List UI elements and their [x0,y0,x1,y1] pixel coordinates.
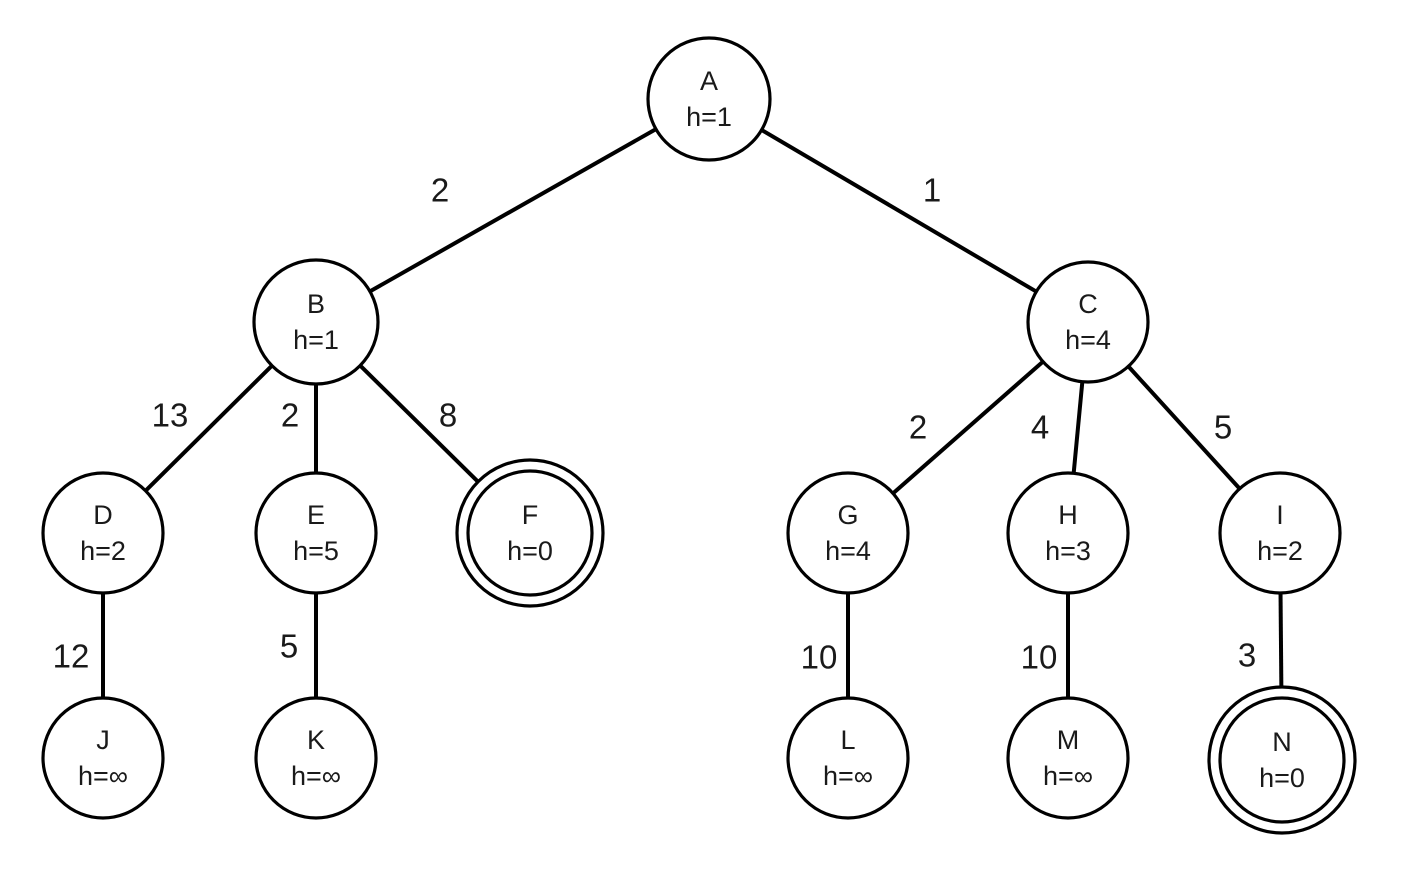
node-k[interactable]: Kh=∞ [254,696,378,820]
node-h-label: H [1058,500,1078,530]
node-n-heuristic: h=0 [1259,763,1305,793]
node-n[interactable]: Nh=0 [1207,685,1357,835]
node-c-circle [1026,260,1150,384]
node-l[interactable]: Lh=∞ [786,696,910,820]
edge-c-g [890,359,1046,496]
edge-a-b [368,126,658,294]
node-d-circle [41,471,165,595]
node-k-label: K [307,725,325,755]
node-d-heuristic: h=2 [80,536,126,566]
edge-weight-c-h: 4 [1031,409,1049,446]
edge-weights-layer: 2 1 13 2 8 2 4 5 12 5 10 10 3 [53,172,1257,676]
edge-weight-a-c: 1 [923,172,941,209]
node-l-label: L [840,725,855,755]
edge-weight-d-j: 12 [53,638,90,675]
node-e-label: E [307,500,325,530]
node-b[interactable]: Bh=1 [252,258,380,386]
node-h-circle [1006,471,1130,595]
node-m-circle [1006,696,1130,820]
node-d-label: D [93,500,113,530]
node-l-heuristic: h=∞ [823,761,873,791]
edge-i-n [1278,591,1284,689]
node-g-label: G [837,500,858,530]
node-g-circle [786,471,910,595]
node-j-heuristic: h=∞ [78,761,128,791]
node-f-heuristic: h=0 [507,536,553,566]
node-f-label: F [522,500,539,530]
edge-weight-h-m: 10 [1021,639,1058,676]
node-k-heuristic: h=∞ [291,761,341,791]
edge-c-h [1071,380,1085,475]
node-j-label: J [96,725,110,755]
edge-c-i [1126,364,1242,491]
node-i-label: I [1276,500,1284,530]
node-c-heuristic: h=4 [1065,325,1111,355]
node-b-label: B [307,289,325,319]
node-f[interactable]: Fh=0 [455,458,605,608]
node-e[interactable]: Eh=5 [254,471,378,595]
edge-weight-b-d: 13 [152,397,189,434]
edge-a-c [759,127,1039,294]
node-i-circle [1218,471,1342,595]
node-i-heuristic: h=2 [1257,536,1303,566]
node-e-heuristic: h=5 [293,536,339,566]
node-d[interactable]: Dh=2 [41,471,165,595]
edge-weight-i-n: 3 [1238,637,1256,674]
node-a-heuristic: h=1 [686,102,732,132]
node-l-circle [786,696,910,820]
node-g-heuristic: h=4 [825,536,871,566]
node-e-circle [254,471,378,595]
node-n-circle [1218,696,1346,824]
node-m-label: M [1057,725,1080,755]
node-c[interactable]: Ch=4 [1026,260,1150,384]
edge-weight-c-g: 2 [909,409,927,446]
edge-weight-g-l: 10 [801,639,838,676]
node-b-circle [252,258,380,386]
node-f-circle [466,469,594,597]
edge-weight-e-k: 5 [280,628,298,665]
nodes-layer: Ah=1Bh=1Ch=4Dh=2Eh=5Fh=0Gh=4Hh=3Ih=2Jh=∞… [41,36,1357,835]
edge-weight-b-e: 2 [281,397,299,434]
edges-layer [101,126,1284,699]
node-h-heuristic: h=3 [1045,536,1091,566]
node-h[interactable]: Hh=3 [1006,471,1130,595]
edge-weight-a-b: 2 [431,172,449,209]
edge-b-f [358,363,481,484]
node-k-circle [254,696,378,820]
node-g[interactable]: Gh=4 [786,471,910,595]
edge-weight-c-i: 5 [1214,409,1232,446]
node-a-circle [646,36,772,162]
node-b-heuristic: h=1 [293,325,339,355]
edge-weight-b-f: 8 [439,397,457,434]
edge-b-d [143,363,275,493]
node-i[interactable]: Ih=2 [1218,471,1342,595]
node-j[interactable]: Jh=∞ [41,696,165,820]
node-c-label: C [1078,289,1098,319]
node-n-label: N [1272,727,1292,757]
node-m[interactable]: Mh=∞ [1006,696,1130,820]
node-m-heuristic: h=∞ [1043,761,1093,791]
node-j-circle [41,696,165,820]
node-a[interactable]: Ah=1 [646,36,772,162]
node-a-label: A [700,66,718,96]
